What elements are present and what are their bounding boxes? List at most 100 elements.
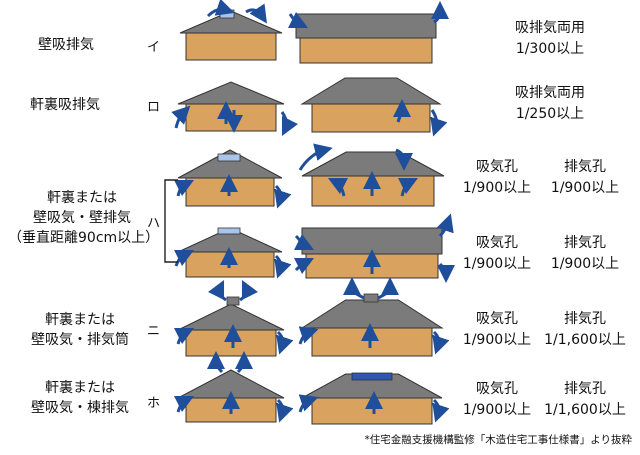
- airflow-arrow: [239, 279, 259, 302]
- row-code-ha: ハ: [147, 216, 161, 231]
- value-ha2-intake-title: 吸気孔: [476, 235, 518, 251]
- value-ni-intake: 吸気孔 1/900以上: [452, 309, 542, 351]
- airflow-arrow: [274, 254, 292, 279]
- airflow-arrow: [430, 109, 448, 137]
- value-ha1-exhaust-ratio: 1/900以上: [550, 180, 620, 196]
- airflow-arrow: [436, 213, 454, 238]
- row-label-ha-line2: 壁吸気・壁排気: [33, 210, 131, 226]
- airflow-arrow: [207, 279, 227, 302]
- airflow-arrow: [327, 177, 349, 197]
- airflow-arrow: [432, 330, 450, 355]
- airflow-arrow: [245, 3, 267, 24]
- row-label-ni: 軒裏または 壁吸気・排気筒: [18, 310, 142, 350]
- value-i-title: 吸排気両用: [515, 20, 585, 36]
- house-i-small-wall: [185, 32, 277, 61]
- house-ro-large-wall: [311, 103, 431, 133]
- value-ha2-exhaust-title: 排気孔: [564, 235, 606, 251]
- house-i-large-wall: [299, 37, 433, 64]
- value-ni-intake-ratio: 1/900以上: [462, 332, 532, 348]
- row-label-ho-line2: 壁吸気・棟排気: [31, 400, 129, 416]
- airflow-arrow: [234, 351, 253, 374]
- house-ni-small-wall: [185, 329, 277, 357]
- airflow-arrow: [343, 277, 365, 300]
- row-label-ha: 軒裏または 壁吸気・壁排気 （垂直距離90cm以上）: [8, 188, 160, 248]
- value-ni-exhaust-ratio: 1/1,600以上: [544, 332, 626, 348]
- value-ho-exhaust-title: 排気孔: [564, 381, 606, 397]
- row-label-ha-line1: 軒裏または: [47, 190, 117, 206]
- airflow-arrow: [377, 277, 399, 300]
- value-ha1-exhaust: 排気孔 1/900以上: [540, 157, 630, 199]
- value-ha2-exhaust-ratio: 1/900以上: [550, 256, 620, 272]
- vent-stack-ni-large: [363, 293, 379, 303]
- row-label-ho-line1: 軒裏または: [45, 380, 115, 396]
- airflow-arrow: [298, 143, 333, 171]
- airflow-arrow: [432, 398, 450, 423]
- vent-ha1: [217, 153, 241, 162]
- airflow-arrow: [397, 177, 419, 197]
- airflow-arrow: [287, 11, 309, 29]
- row-code-ho: ホ: [147, 396, 161, 411]
- value-ho-intake-title: 吸気孔: [476, 381, 518, 397]
- value-ro-ratio: 1/250以上: [515, 106, 585, 122]
- value-ni-exhaust-title: 排気孔: [564, 311, 606, 327]
- row-label-i: 壁吸排気: [38, 37, 94, 53]
- value-ni-exhaust: 排気孔 1/1,600以上: [530, 309, 640, 351]
- airflow-arrow: [436, 262, 455, 283]
- value-ha2-intake: 吸気孔 1/900以上: [452, 233, 542, 275]
- value-ha2-exhaust: 排気孔 1/900以上: [540, 233, 630, 275]
- row-label-ha-line3: （垂直距離90cm以上）: [8, 230, 160, 246]
- footnote: *住宅金融支援機構監修「木造住宅工事仕様書」より抜粋: [364, 434, 632, 446]
- airflow-arrow: [280, 111, 299, 137]
- bracket-ha: [164, 179, 178, 263]
- house-ho-large-roof: [301, 373, 443, 399]
- value-ni-intake-title: 吸気孔: [476, 311, 518, 327]
- airflow-arrow: [298, 394, 319, 413]
- row-code-ro: ロ: [147, 100, 161, 115]
- row-label-ro: 軒裏吸排気: [30, 97, 100, 113]
- house-i-large-roof: [295, 13, 437, 39]
- value-ro-title: 吸排気両用: [515, 85, 585, 101]
- value-ho-exhaust-ratio: 1/1,600以上: [544, 402, 626, 418]
- house-ho-small-roof: [177, 369, 285, 399]
- value-ho-intake: 吸気孔 1/900以上: [452, 379, 542, 421]
- value-ha1-exhaust-title: 排気孔: [564, 159, 606, 175]
- airflow-arrow: [293, 233, 315, 251]
- vent-stack-ni-small: [226, 296, 240, 306]
- airflow-arrow: [392, 99, 411, 123]
- airflow-arrow: [293, 257, 315, 275]
- value-ha1-intake-title: 吸気孔: [476, 159, 518, 175]
- airflow-arrow: [298, 326, 319, 345]
- airflow-arrow: [171, 105, 191, 129]
- house-ha2-large-roof: [301, 227, 443, 255]
- airflow-arrow: [274, 184, 292, 209]
- house-ho-large-wall: [311, 397, 433, 425]
- house-ro-large-roof: [300, 77, 442, 105]
- value-i: 吸排気両用 1/300以上: [495, 18, 605, 60]
- airflow-arrow: [394, 148, 413, 171]
- value-ha1-intake: 吸気孔 1/900以上: [452, 157, 542, 199]
- vent-i: [219, 9, 235, 19]
- airflow-arrow: [430, 1, 449, 24]
- row-code-ni: ニ: [147, 324, 161, 339]
- airflow-arrow: [173, 179, 195, 197]
- airflow-arrow: [173, 395, 195, 413]
- house-ro-small-roof: [177, 81, 285, 105]
- value-ho-exhaust: 排気孔 1/1,600以上: [530, 379, 640, 421]
- house-ni-large-wall: [311, 327, 433, 357]
- airflow-arrow: [276, 330, 294, 355]
- value-ha1-intake-ratio: 1/900以上: [462, 180, 532, 196]
- ridge-vent-ho: [351, 372, 393, 381]
- airflow-arrow: [173, 327, 195, 345]
- vent-ha2: [217, 227, 241, 235]
- value-ho-intake-ratio: 1/900以上: [462, 402, 532, 418]
- value-ro: 吸排気両用 1/250以上: [495, 83, 605, 125]
- house-ro-small-wall: [185, 103, 277, 132]
- value-ha2-intake-ratio: 1/900以上: [462, 256, 532, 272]
- airflow-arrow: [207, 351, 226, 374]
- row-label-ni-line1: 軒裏または: [45, 312, 115, 328]
- value-i-ratio: 1/300以上: [515, 41, 585, 57]
- airflow-arrow: [173, 249, 195, 267]
- airflow-arrow: [206, 0, 235, 18]
- row-label-ho: 軒裏または 壁吸気・棟排気: [18, 378, 142, 418]
